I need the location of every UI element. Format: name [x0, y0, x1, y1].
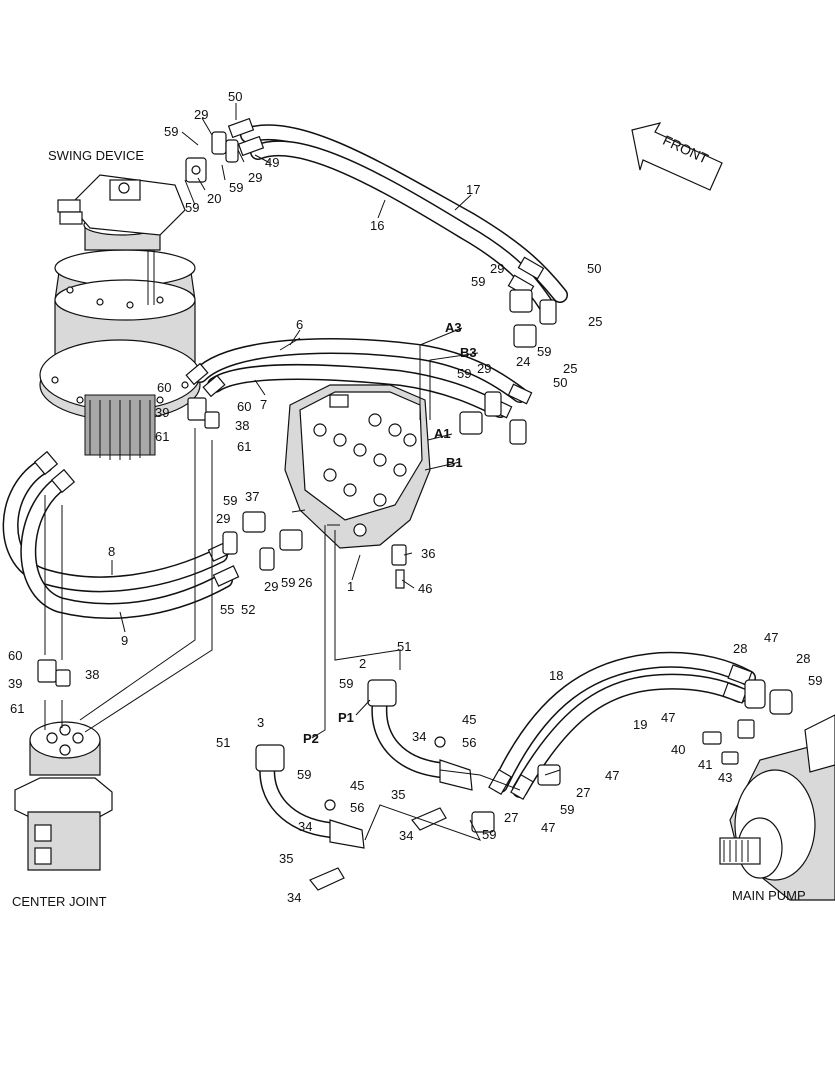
part-label: 49 [265, 155, 279, 170]
part-label: 34 [298, 819, 312, 834]
part-label: 50 [228, 89, 242, 104]
part-label: 59 [560, 802, 574, 817]
part-label: 51 [216, 735, 230, 750]
part-label: 50 [587, 261, 601, 276]
port-b3: B3 [460, 345, 477, 360]
part-label: 27 [576, 785, 590, 800]
swing-device [39, 174, 201, 460]
part-label: 52 [241, 602, 255, 617]
part-label: 59 [537, 344, 551, 359]
part-label: 45 [350, 778, 364, 793]
part-label: 59 [457, 366, 471, 381]
part-label: 55 [220, 602, 234, 617]
part-label: 1 [347, 579, 354, 594]
part-label: 25 [563, 361, 577, 376]
swing-device-label: SWING DEVICE [48, 148, 144, 163]
part-label: 61 [155, 429, 169, 444]
part-label: 34 [399, 828, 413, 843]
part-label: 29 [248, 170, 262, 185]
main-pump-label: MAIN PUMP [732, 888, 806, 903]
part-label: 29 [477, 361, 491, 376]
part-label: 60 [8, 648, 22, 663]
part-number-labels: 50 29 59 20 59 49 59 29 17 16 29 59 50 2… [8, 89, 822, 905]
flanges [37, 131, 793, 891]
part-label: 34 [412, 729, 426, 744]
part-label: 20 [207, 191, 221, 206]
part-label: 19 [633, 717, 647, 732]
part-label: 59 [185, 200, 199, 215]
part-label: 35 [279, 851, 293, 866]
part-label: 40 [671, 742, 685, 757]
part-label: 29 [194, 107, 208, 122]
part-label: 29 [490, 261, 504, 276]
part-label: 47 [661, 710, 675, 725]
part-label: 56 [350, 800, 364, 815]
part-label: 43 [718, 770, 732, 785]
part-label: 59 [808, 673, 822, 688]
front-arrow-icon [631, 122, 723, 191]
center-joint [14, 721, 113, 871]
part-label: 3 [257, 715, 264, 730]
part-label: 51 [397, 639, 411, 654]
part-label: 27 [504, 810, 518, 825]
part-label: 26 [298, 575, 312, 590]
part-label: 8 [108, 544, 115, 559]
port-a1: A1 [434, 426, 451, 441]
part-label: 47 [764, 630, 778, 645]
part-label: 38 [85, 667, 99, 682]
port-b1: B1 [446, 455, 463, 470]
part-label: 61 [237, 439, 251, 454]
part-label: 9 [121, 633, 128, 648]
part-label: 24 [516, 354, 530, 369]
part-label: 17 [466, 182, 480, 197]
part-label: 46 [418, 581, 432, 596]
part-label: 41 [698, 757, 712, 772]
control-valve [284, 384, 431, 589]
part-label: 6 [296, 317, 303, 332]
part-label: 61 [10, 701, 24, 716]
part-label: 59 [471, 274, 485, 289]
part-label: 59 [223, 493, 237, 508]
part-label: 36 [421, 546, 435, 561]
main-pump [719, 714, 835, 901]
hose-group [2, 124, 756, 838]
part-label: 38 [235, 418, 249, 433]
part-label: 50 [553, 375, 567, 390]
part-label: 16 [370, 218, 384, 233]
part-label: 59 [164, 124, 178, 139]
part-label: 59 [339, 676, 353, 691]
part-label: 39 [155, 405, 169, 420]
part-label: 59 [281, 575, 295, 590]
front-arrow-group: FRONT [631, 122, 723, 191]
part-label: 60 [237, 399, 251, 414]
leader-lines [44, 103, 561, 841]
part-label: 18 [549, 668, 563, 683]
part-label: 56 [462, 735, 476, 750]
part-label: 37 [245, 489, 259, 504]
part-label: 25 [588, 314, 602, 329]
part-label: 7 [260, 397, 267, 412]
part-label: 59 [482, 827, 496, 842]
part-label: 35 [391, 787, 405, 802]
part-label: 34 [287, 890, 301, 905]
part-label: 28 [733, 641, 747, 656]
part-label: 2 [359, 656, 366, 671]
part-label: 59 [297, 767, 311, 782]
part-label: 45 [462, 712, 476, 727]
part-label: 39 [8, 676, 22, 691]
port-p1: P1 [338, 710, 354, 725]
part-label: 28 [796, 651, 810, 666]
part-label: 59 [229, 180, 243, 195]
part-label: 29 [264, 579, 278, 594]
port-p2: P2 [303, 731, 319, 746]
part-label: 47 [605, 768, 619, 783]
part-label: 60 [157, 380, 171, 395]
part-label: 29 [216, 511, 230, 526]
port-a3: A3 [445, 320, 462, 335]
center-joint-label: CENTER JOINT [12, 894, 107, 909]
part-label: 47 [541, 820, 555, 835]
